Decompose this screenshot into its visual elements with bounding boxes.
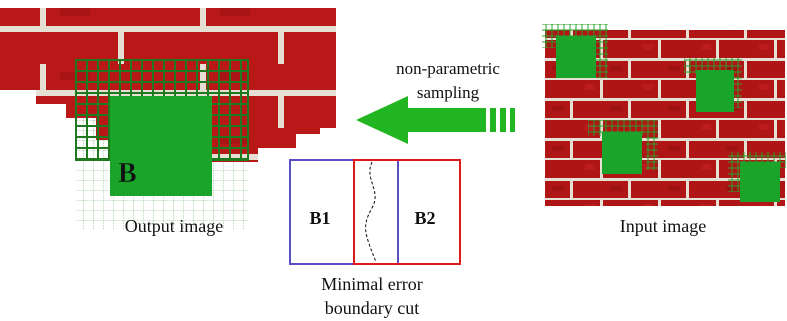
sampling-arrow: non-parametric sampling [356, 59, 515, 144]
block-b2-label: B2 [414, 208, 435, 228]
patch-4 [740, 162, 780, 202]
cut-path [365, 161, 377, 263]
block-b1-box [289, 159, 399, 265]
output-image: B Output image [0, 8, 336, 236]
patch-2 [696, 70, 734, 112]
block-b-patch [110, 96, 212, 196]
arrow-dash-2 [500, 108, 506, 132]
arrow-dash-1 [490, 108, 496, 132]
cut-caption-line1: Minimal error [321, 274, 422, 294]
output-image-caption: Output image [125, 216, 223, 236]
sampling-label-line1: non-parametric [396, 59, 500, 78]
arrow-icon [356, 96, 486, 144]
boundary-cut-diagram: B1 B2 Minimal error boundary cut [289, 159, 461, 318]
block-b2-box [353, 159, 461, 265]
block-b-label: B [118, 158, 137, 189]
input-image: Input image [542, 24, 786, 236]
sampling-label-line2: sampling [417, 83, 480, 102]
arrow-dash-3 [510, 108, 515, 132]
block-b1-label: B1 [309, 208, 330, 228]
patch-1 [556, 36, 596, 78]
input-image-caption: Input image [620, 216, 706, 236]
cut-caption-line2: boundary cut [325, 298, 419, 318]
patch-3 [602, 132, 642, 174]
